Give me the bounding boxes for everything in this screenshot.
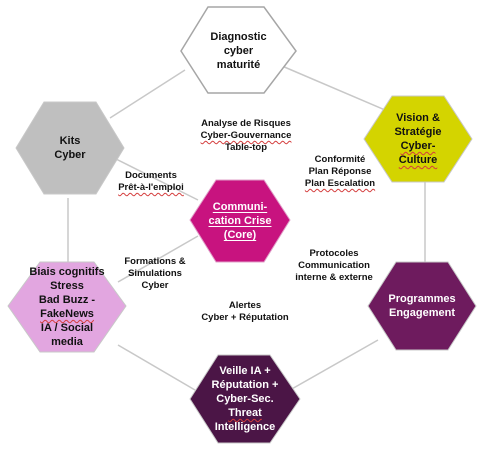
- connectors: [67, 65, 426, 391]
- hex-diagnostic: [180, 6, 297, 94]
- programmes-line-1: Programmes: [388, 293, 456, 305]
- node-veille-label: Veille IA + Réputation + Cyber-Sec. Thre…: [190, 364, 300, 434]
- node-programmes-label: Programmes Engagement: [368, 290, 476, 322]
- annotation-right-conf-line-3: Plan Escalation: [304, 178, 376, 189]
- annotation-top-line-2: Cyber-Gouvernance: [200, 130, 292, 141]
- hex-veille: [189, 354, 301, 444]
- annotation-top-line-3: Table-top: [224, 142, 268, 153]
- hex-biais: [7, 261, 127, 353]
- annotation-top-line-1: Analyse de Risques: [201, 118, 291, 129]
- annotation-right-proto-line-2: Communication: [298, 260, 370, 271]
- biais-line-6: media: [51, 336, 83, 348]
- biais-line-3: Bad Buzz -: [38, 294, 96, 306]
- node-biais-label: Biais cognitifs Stress Bad Buzz - FakeNe…: [8, 264, 126, 350]
- node-vision-label: Vision & Stratégie Cyber- Culture: [364, 110, 472, 168]
- vision-line-1: Vision &: [396, 112, 440, 124]
- biais-line-4: FakeNews: [40, 308, 94, 320]
- connector-programmes-veille: [289, 339, 379, 391]
- annotation-right-proto-line-1: Protocoles: [309, 248, 359, 259]
- vision-line-2: Stratégie: [394, 126, 442, 138]
- diagnostic-line-1: Diagnostic: [210, 31, 267, 43]
- annotation-right-conf: Conformité Plan Réponse Plan Escalation: [292, 154, 388, 190]
- annotation-right-conf-line-2: Plan Réponse: [308, 166, 372, 177]
- hex-communication: [189, 179, 291, 263]
- biais-line-2: Stress: [50, 280, 84, 292]
- annotation-right-proto: Protocoles Communication interne & exter…: [286, 248, 382, 284]
- annotation-left-form: Formations & Simulations Cyber: [112, 256, 198, 292]
- connector-kits-communication: [109, 155, 199, 201]
- annotation-left-form-line-1: Formations &: [124, 256, 186, 267]
- node-communication-label: Communi- cation Crise (Core): [190, 198, 290, 244]
- diagnostic-line-2: cyber: [223, 45, 254, 57]
- annotation-left-docs: Documents Prêt-à-l'emploi: [108, 170, 194, 194]
- node-kits-label: Kits Cyber: [16, 132, 124, 164]
- vision-line-3: Cyber-: [400, 140, 436, 152]
- annotation-bottom: Alertes Cyber + Réputation: [186, 300, 304, 324]
- veille-line-2: Réputation +: [211, 379, 279, 391]
- hex-programmes: [367, 261, 477, 351]
- biais-line-1: Biais cognitifs: [29, 266, 105, 278]
- annotation-bottom-line-2: Cyber + Réputation: [201, 312, 289, 323]
- kits-line-1: Kits: [59, 135, 81, 147]
- communication-line-2: cation Crise: [208, 215, 272, 227]
- veille-line-5: Intelligence: [214, 421, 276, 433]
- hex-kits: [15, 101, 125, 195]
- annotation-right-conf-line-1: Conformité: [314, 154, 366, 165]
- annotation-left-docs-line-1: Documents: [125, 170, 177, 181]
- communication-line-3: (Core): [223, 229, 257, 241]
- diagnostic-line-3: maturité: [216, 59, 261, 71]
- annotation-left-docs-line-2: Prêt-à-l'emploi: [118, 182, 184, 193]
- annotation-bottom-line-1: Alertes: [228, 300, 262, 311]
- vision-line-4: Culture: [398, 154, 438, 166]
- connector-veille-biais: [117, 344, 196, 391]
- biais-line-5: IA / Social: [40, 322, 94, 334]
- connector-kits-diagnostic: [109, 69, 186, 119]
- annotation-left-form-line-2: Simulations: [128, 268, 182, 279]
- programmes-line-2: Engagement: [388, 307, 455, 319]
- annotation-left-form-line-3: Cyber: [141, 280, 169, 291]
- node-diagnostic-label: Diagnostic cyber maturité: [181, 22, 296, 80]
- veille-line-1: Veille IA +: [219, 365, 271, 377]
- communication-line-1: Communi-: [212, 201, 268, 213]
- veille-line-4: Threat: [228, 407, 262, 419]
- hexagons: [7, 6, 477, 444]
- connector-communication-biais: [117, 235, 199, 283]
- annotation-right-proto-line-3: interne & externe: [295, 272, 373, 283]
- hex-vision: [363, 95, 473, 183]
- veille-line-3: Cyber-Sec.: [216, 393, 274, 405]
- connector-diagnostic-vision: [281, 65, 386, 111]
- kits-line-2: Cyber: [54, 149, 86, 161]
- annotation-top: Analyse de Risques Cyber-Gouvernance Tab…: [186, 118, 306, 154]
